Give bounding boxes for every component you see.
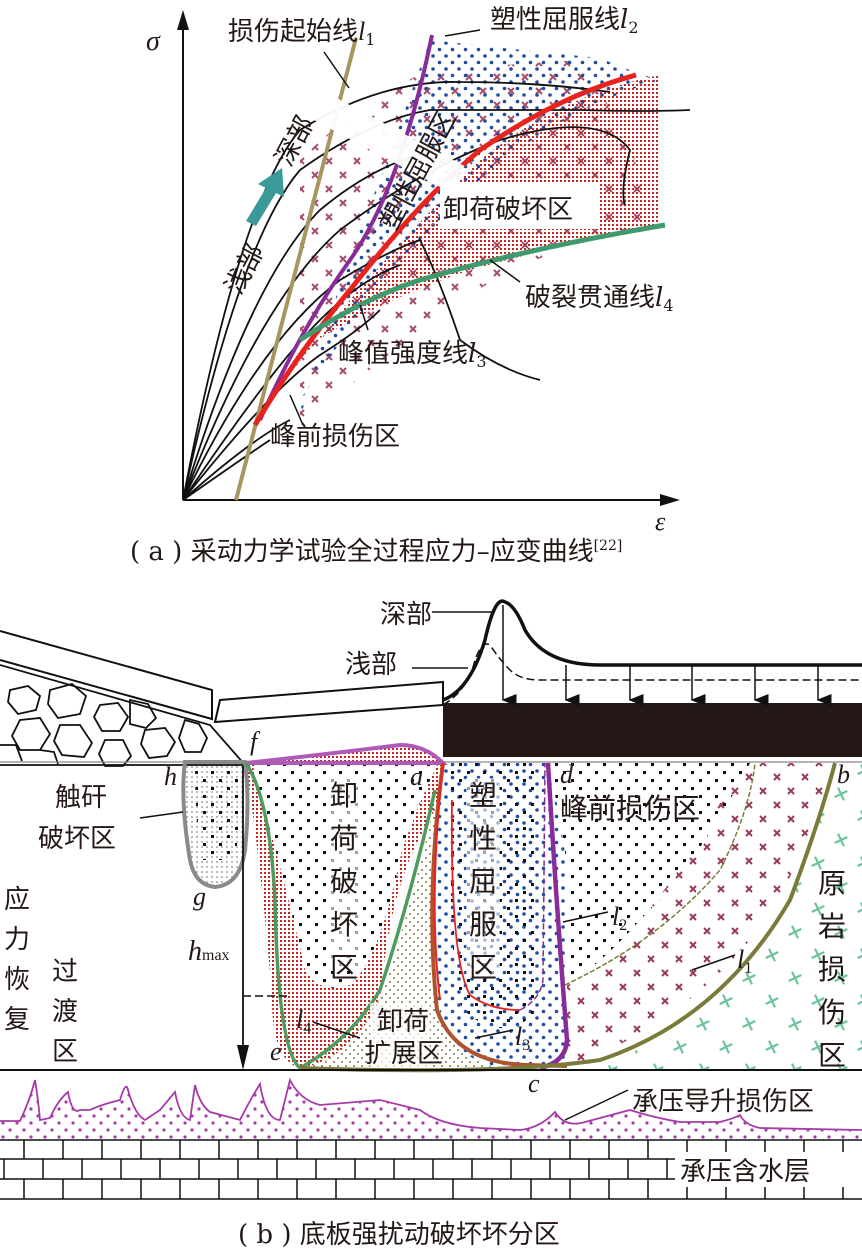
l2-boundary [539, 762, 570, 1071]
transition-zone-label: 过 渡 区 [52, 957, 78, 1067]
svg-text:伤: 伤 [818, 996, 846, 1029]
gangue-contact-inner [195, 765, 240, 860]
dashed-damage-boundary [564, 762, 756, 986]
svg-text:岩: 岩 [818, 910, 846, 943]
x-axis-label: ε [655, 507, 666, 536]
l3-label: 峰值强度线l3 [338, 339, 487, 371]
l2-label-b: l2 [612, 902, 627, 934]
unloading-extension-label-1: 卸荷 [377, 1007, 429, 1037]
confined-rise-leader [564, 1089, 629, 1121]
confined-rise-damage-zone [0, 1080, 862, 1140]
l2-inner-dashed [519, 762, 546, 1011]
svg-text:破: 破 [330, 865, 358, 898]
svg-text:渡: 渡 [52, 997, 78, 1027]
pre-peak-damage-label-b: 峰前损伤区 [560, 792, 700, 825]
svg-text:屈: 屈 [469, 865, 497, 898]
svg-text:卸: 卸 [330, 779, 358, 812]
panel-a-stress-strain: σ ε [130, 5, 691, 567]
y-axis-arrow-icon [177, 10, 189, 30]
pre-peak-damage-zone-b [545, 763, 750, 985]
shallow-label: 浅部 [220, 239, 271, 299]
deep-stress-curve [442, 599, 862, 702]
stress-arrows [501, 605, 832, 706]
point-h: h [164, 762, 177, 791]
gangue-zone-label-2: 破坏区 [38, 824, 116, 854]
y-axis-label: σ [146, 26, 161, 57]
svg-text:应: 应 [4, 885, 30, 915]
gangue-zone-label-1: 触矸 [55, 783, 107, 813]
l4-label: 破裂贯通线l4 [525, 283, 674, 315]
original-rock-damage-label: 原 岩 损 伤 区 [818, 867, 846, 1072]
deep-stress-label: 深部 [380, 600, 432, 630]
svg-text:区: 区 [469, 951, 497, 984]
leader-lines-a [289, 29, 521, 426]
point-a: a [410, 762, 423, 791]
l3-label-b: l3 [515, 1022, 530, 1054]
hmax-arrowhead-icon [237, 1045, 249, 1070]
svg-text:区: 区 [330, 951, 358, 984]
point-c: c [528, 1069, 540, 1098]
svg-text:力: 力 [4, 925, 30, 955]
svg-text:区: 区 [818, 1039, 846, 1072]
l3-boundary [430, 762, 568, 1068]
fracture-penetration-line-l4 [298, 222, 666, 343]
svg-text:恢: 恢 [4, 965, 30, 995]
svg-text:服: 服 [469, 908, 497, 941]
l4-leader [312, 1021, 361, 1039]
l4-boundary-right [299, 789, 437, 1070]
svg-text:复: 复 [4, 1005, 30, 1035]
svg-text:塑: 塑 [469, 779, 497, 812]
l4-boundary-left [244, 762, 302, 1070]
point-b: b [837, 760, 850, 789]
floor-heave [245, 742, 448, 765]
caption-b: ( b ) 底板强扰动破坏坏分区 [238, 1220, 560, 1250]
point-f: f [250, 727, 261, 756]
x-axis-arrow-icon [660, 494, 680, 506]
shallow-stress-curve [442, 643, 862, 706]
panel-b-floor-zoning: 深部 浅部 [0, 599, 862, 1250]
unloading-failure-zone-label: 卸荷破坏区 [443, 195, 573, 225]
l2-label: 塑性屈服线l2 [490, 5, 639, 37]
unloading-failure-zone-label-b: 卸 荷 破 坏 区 [328, 778, 362, 984]
svg-text:坏: 坏 [330, 908, 358, 941]
stress-recovery-label: 应 力 恢 复 [4, 885, 30, 1035]
point-g: g [193, 882, 206, 911]
point-d: d [560, 760, 574, 789]
confined-aquifer-layer [0, 1139, 862, 1200]
l1-label-b: l1 [737, 945, 752, 977]
plastic-yield-line-l2 [258, 34, 434, 421]
damage-zone-crosses [565, 763, 835, 1068]
original-rock-damage-zone [600, 763, 862, 1070]
svg-text:区: 区 [52, 1037, 78, 1067]
hmax-label: hmax [188, 936, 230, 967]
l1-leader [691, 954, 736, 971]
plastic-yield-zone-label-b: 塑 性 屈 服 区 [466, 778, 500, 984]
gangue-leader [139, 811, 184, 819]
svg-text:性: 性 [469, 822, 497, 855]
confined-rise-boundary [0, 1077, 862, 1131]
coal-pillar [443, 703, 862, 757]
l4-label-b: l4 [296, 1005, 311, 1037]
shallow-stress-label: 浅部 [345, 650, 397, 680]
pre-peak-damage-zone-label: 峰前损伤区 [270, 422, 400, 452]
goaf-rubble [0, 664, 247, 767]
l2-leader [562, 911, 609, 923]
l3-leader [474, 1029, 514, 1039]
peak-strength-line-l3 [252, 72, 637, 427]
caption-a: ( a ) 采动力学试验全过程应力–应变曲线[22] [130, 537, 622, 567]
l3-boundary-red [433, 762, 444, 1001]
confined-aquifer-label: 承压含水层 [680, 1157, 810, 1187]
svg-text:荷: 荷 [330, 822, 358, 855]
svg-text:过: 过 [52, 957, 78, 987]
depth-direction-arrow-icon [246, 168, 284, 226]
plastic-inner-boundary [450, 799, 521, 1011]
confined-rise-label: 承压导升损伤区 [632, 1087, 814, 1117]
svg-text:原: 原 [818, 867, 846, 900]
svg-text:损: 损 [818, 953, 846, 986]
unloading-extension-label-2: 扩展区 [365, 1039, 443, 1069]
point-e: e [270, 1037, 282, 1066]
unloading-failure-zone [258, 75, 660, 415]
l1-label: 损伤起始线l1 [228, 17, 375, 49]
